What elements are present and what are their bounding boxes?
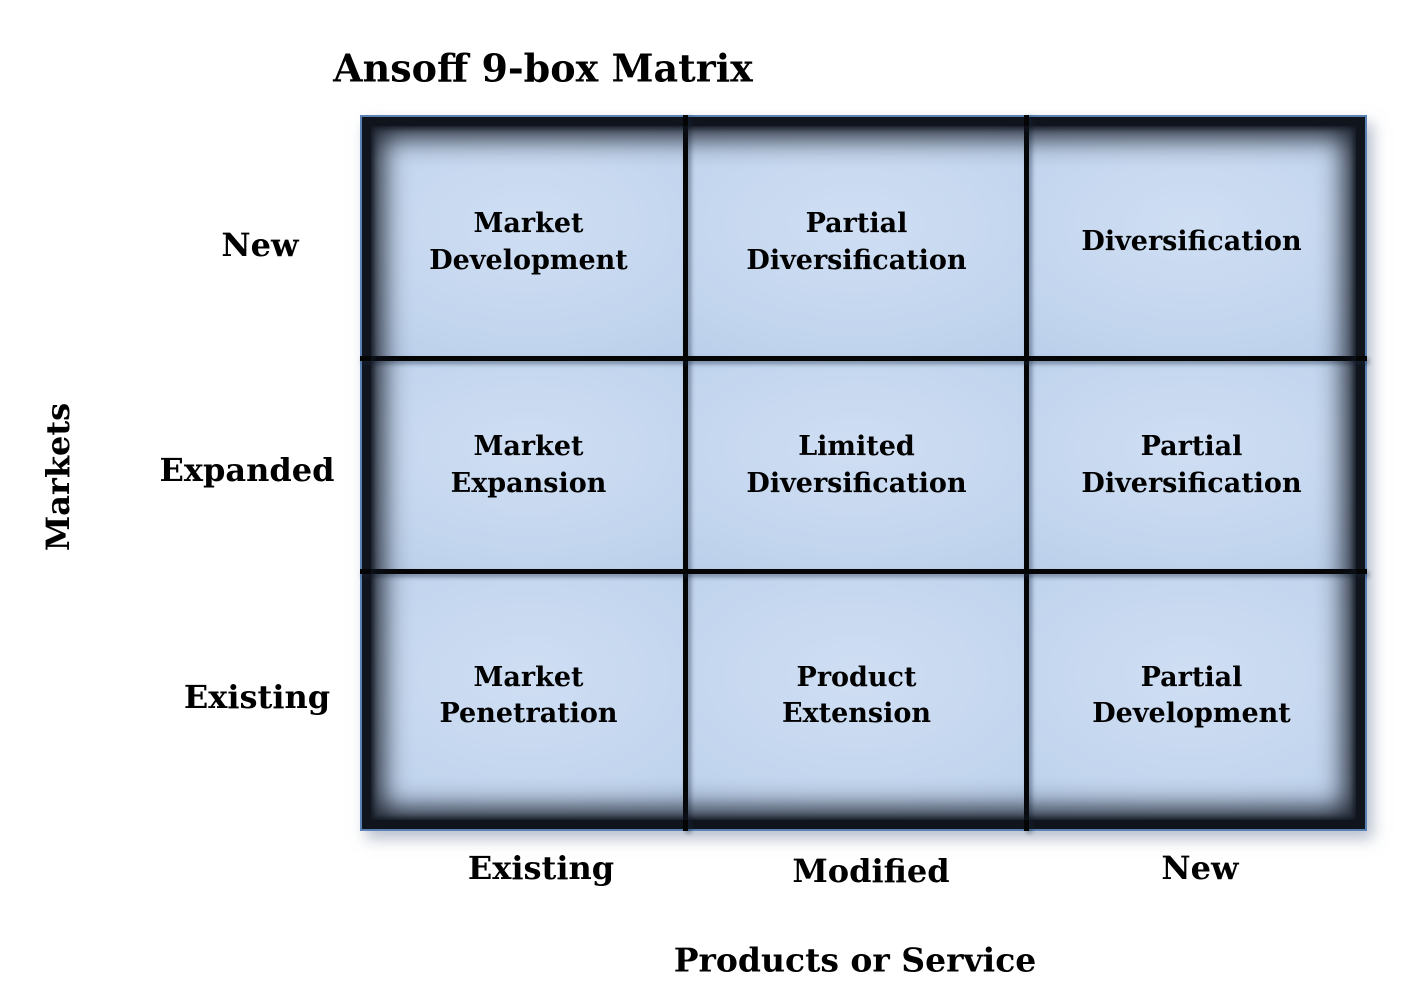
matrix-cell-limited-diversification: Limited Diversification	[686, 359, 1027, 572]
matrix-grid: Market Development Partial Diversificati…	[371, 126, 1356, 820]
matrix-cell-market-development: Market Development	[371, 126, 686, 359]
y-axis-title: Markets	[39, 402, 77, 552]
column-label-existing: Existing	[467, 849, 615, 887]
cell-label: Diversification	[1081, 226, 1302, 258]
cell-label: Market Development	[429, 208, 628, 276]
grid-divider-vertical-1	[683, 115, 688, 831]
matrix-frame: Market Development Partial Diversificati…	[360, 115, 1367, 831]
column-label-new: New	[1161, 849, 1239, 887]
column-label-modified: Modified	[792, 852, 950, 890]
row-label-expanded: Expanded	[159, 451, 335, 489]
matrix-cell-diversification: Diversification	[1027, 126, 1356, 359]
cell-label: Limited Diversification	[746, 431, 967, 499]
grid-divider-horizontal-1	[360, 356, 1367, 361]
diagram-title: Ansoff 9-box Matrix	[333, 45, 753, 91]
row-label-existing: Existing	[183, 678, 331, 716]
row-label-new: New	[221, 226, 299, 264]
matrix-cell-partial-development: Partial Development	[1027, 572, 1356, 820]
cell-label: Partial Diversification	[746, 208, 967, 276]
matrix-cell-market-penetration: Market Penetration	[371, 572, 686, 820]
cell-label: Partial Diversification	[1081, 431, 1302, 499]
cell-label: Product Extension	[781, 661, 932, 729]
matrix-cell-market-expansion: Market Expansion	[371, 359, 686, 572]
cell-label: Market Penetration	[439, 661, 618, 729]
matrix-cell-partial-diversification-mid: Partial Diversification	[1027, 359, 1356, 572]
cell-label: Partial Development	[1092, 661, 1291, 729]
grid-divider-vertical-2	[1024, 115, 1029, 831]
x-axis-title: Products or Service	[673, 940, 1037, 980]
cell-label: Market Expansion	[450, 431, 607, 499]
matrix-cell-product-extension: Product Extension	[686, 572, 1027, 820]
grid-divider-horizontal-2	[360, 569, 1367, 574]
matrix-cell-partial-diversification-top: Partial Diversification	[686, 126, 1027, 359]
